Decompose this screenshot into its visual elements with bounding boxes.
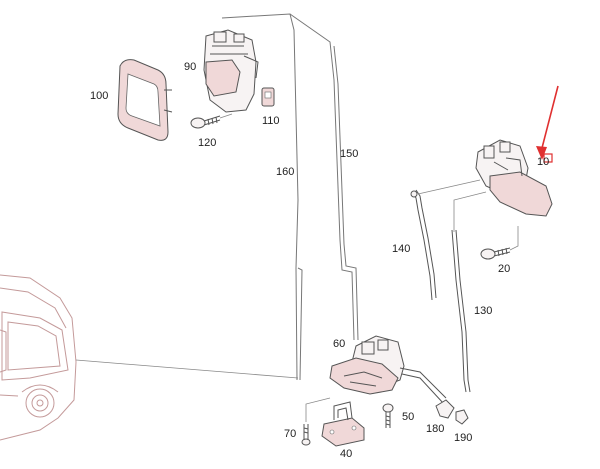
callout-110[interactable]: 110 <box>262 115 280 127</box>
part-10-exterior-handle <box>475 139 553 217</box>
callout-160[interactable]: 160 <box>276 166 294 178</box>
callout-labels: 10 20 40 50 60 70 90 100 110 120 130 140… <box>90 61 549 460</box>
part-50-screw <box>382 403 394 428</box>
callout-20[interactable]: 20 <box>498 263 510 275</box>
callout-140[interactable]: 140 <box>392 243 410 255</box>
callout-130[interactable]: 130 <box>474 305 492 317</box>
callout-180[interactable]: 180 <box>426 423 444 435</box>
highlight-arrow <box>536 85 559 163</box>
cable-160 <box>221 13 303 381</box>
callout-90[interactable]: 90 <box>184 61 196 73</box>
part-70-bolt <box>301 397 331 446</box>
part-110-clip <box>261 87 275 107</box>
part-90-handle-mechanism <box>203 29 259 113</box>
cable-150 <box>289 13 359 341</box>
van-illustration <box>0 274 77 441</box>
part-40-striker <box>321 401 365 447</box>
part-180-connector <box>435 399 455 419</box>
callout-40[interactable]: 40 <box>340 448 352 460</box>
part-140-rod <box>410 179 481 301</box>
callout-70[interactable]: 70 <box>284 428 296 440</box>
part-190-clip <box>455 409 469 425</box>
part-130-rod <box>451 191 487 393</box>
part-120-screw <box>190 113 233 129</box>
callout-50[interactable]: 50 <box>402 411 414 423</box>
callout-60[interactable]: 60 <box>333 338 345 350</box>
callout-100[interactable]: 100 <box>90 90 108 102</box>
part-60-lock <box>329 335 447 405</box>
callout-120[interactable]: 120 <box>198 137 216 149</box>
callout-150[interactable]: 150 <box>340 148 358 160</box>
part-100-bezel <box>117 59 173 141</box>
van-to-lock-leader <box>75 359 299 379</box>
callout-190[interactable]: 190 <box>454 432 472 444</box>
callout-10[interactable]: 10 <box>537 156 549 168</box>
part-20-screw <box>480 226 519 260</box>
